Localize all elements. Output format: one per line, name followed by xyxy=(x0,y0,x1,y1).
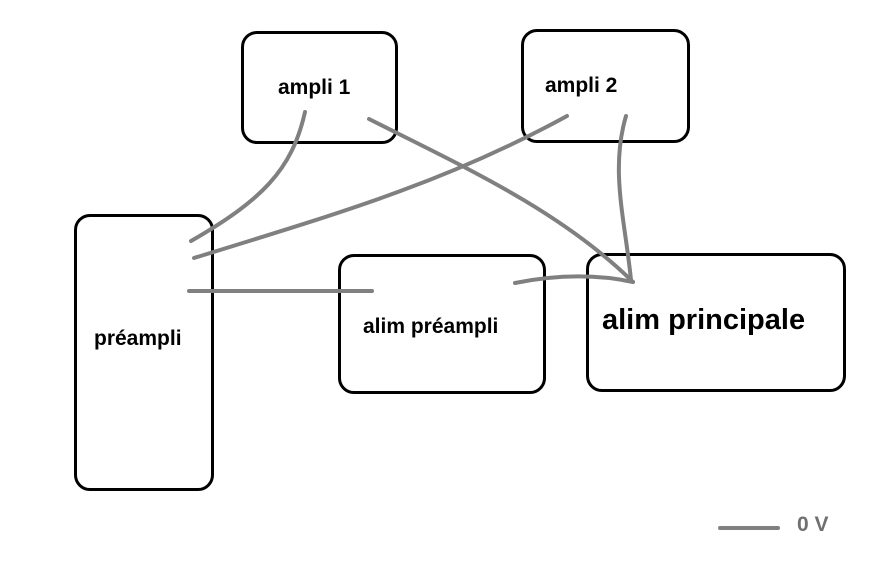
alim-principale-label: alim principale xyxy=(602,304,806,336)
alim-principale-box: alim principale xyxy=(586,253,846,392)
alim-preampli-box: alim préampli xyxy=(338,254,546,394)
ampli2-label: ampli 2 xyxy=(545,74,618,97)
legend-0v-label: 0 V xyxy=(797,513,829,536)
preampli-label: préampli xyxy=(94,327,182,350)
alim-preampli-label: alim préampli xyxy=(363,315,499,338)
ampli1-box: ampli 1 xyxy=(241,31,398,144)
ampli1-label: ampli 1 xyxy=(278,76,351,99)
ampli2-box: ampli 2 xyxy=(521,29,690,143)
preampli-box: préampli xyxy=(74,214,214,491)
